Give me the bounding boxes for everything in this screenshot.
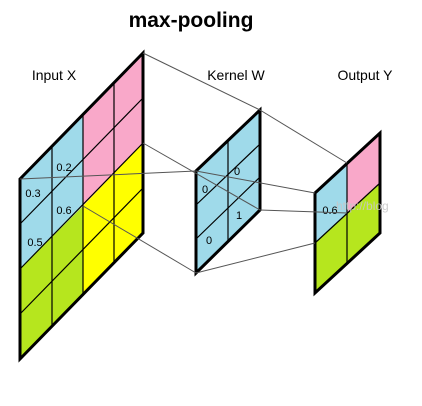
kernel-cell-r0c0: 0 [202,184,208,196]
input-label: Input X [32,67,77,83]
input-cell-r1c0: 0.3 [25,188,40,200]
watermark: http://blog [336,199,389,213]
output-cell-pink [347,133,380,213]
output-cell-green [315,213,347,293]
diagram-title: max-pooling [129,9,254,32]
input-cell-r1c1: 0.6 [56,205,71,217]
output-cell-r0c0: 0.6 [322,205,337,217]
output-label: Output Y [337,67,393,83]
output-cell-blue [315,163,347,243]
input-cell-r0c1: 0.2 [56,162,71,174]
input-cell-r2c0: 0.5 [27,237,42,249]
output-cell-yellow [347,183,380,263]
kernel-cell-r0c1: 0 [234,166,240,178]
projection-lines [19,52,348,274]
output-grid: 0.6 [313,129,382,297]
kernel-label: Kernel W [207,67,265,83]
kernel-cell-r1c1: 1 [236,210,242,222]
kernel-cell-r2c0: 0 [206,235,212,247]
input-grid: 0.2 0.3 0.6 0.5 [18,49,145,363]
